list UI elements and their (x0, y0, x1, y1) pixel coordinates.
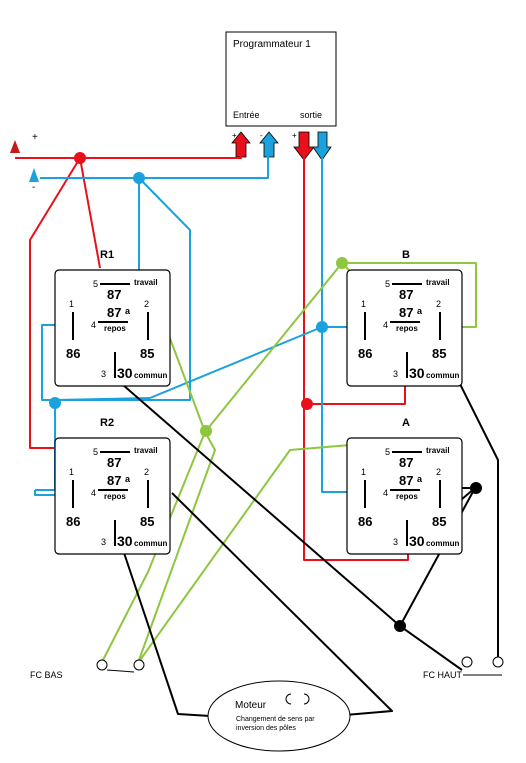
pin-87a: 87 (399, 473, 413, 488)
pin-number: 4 (383, 320, 388, 330)
pin-87a-suffix: a (125, 306, 131, 316)
output-plus-arrow (293, 131, 315, 161)
pin-number: 3 (101, 369, 106, 379)
pin-87a-suffix: a (417, 306, 423, 316)
supply-minus-label: - (32, 182, 35, 193)
pin-number: 5 (93, 279, 98, 289)
relay-a: A 5 1 2 4 3 87 87 a 86 85 30 travail repos commun (346, 417, 463, 555)
travail-label: travail (134, 278, 158, 287)
pin-number: 2 (436, 299, 441, 309)
repos-label: repos (396, 324, 418, 333)
pin-85: 85 (140, 346, 154, 361)
pin-30: 30 (117, 533, 133, 549)
programmer-in-minus: - (260, 131, 263, 140)
pin-86: 86 (66, 346, 80, 361)
programmer-out-plus: + (292, 131, 297, 140)
rotation-ccw-icon (285, 693, 292, 705)
input-minus-arrow (259, 131, 279, 158)
relay-name: R1 (100, 249, 114, 261)
pin-30: 30 (409, 533, 425, 549)
relay-b: B 5 1 2 4 3 87 87 a 86 85 30 travail repos commun (346, 249, 463, 387)
supply-plus-triangle (10, 140, 20, 153)
relay-r2: R2 5 1 2 4 3 87 87 a 86 85 30 travail repos commun (54, 417, 171, 555)
programmer-output-label: sortie (300, 110, 322, 120)
fc-haut-switch (461, 656, 504, 676)
commun-label: commun (134, 371, 167, 380)
motor-line1: Changement de sens par (236, 716, 315, 723)
commun-label: commun (134, 539, 167, 548)
relay-name: B (402, 249, 410, 261)
pin-85: 85 (432, 514, 446, 529)
supply-minus-triangle (29, 168, 39, 182)
pin-86: 86 (66, 514, 80, 529)
pin-number: 2 (436, 467, 441, 477)
pin-87a: 87 (107, 473, 121, 488)
fc-haut-label: FC HAUT (423, 670, 462, 680)
pin-87: 87 (399, 287, 413, 302)
pin-number: 4 (91, 320, 96, 330)
rotation-cw-icon (303, 693, 310, 705)
commun-label: commun (426, 371, 459, 380)
motor-line2: inversion des pôles (236, 725, 296, 732)
pin-number: 1 (361, 467, 366, 477)
repos-label: repos (104, 324, 126, 333)
programmer-box: Programmateur 1 Entrée sortie + - + (225, 31, 337, 140)
green-wires (101, 262, 477, 664)
relay-name: A (402, 417, 410, 429)
pin-number: 2 (144, 299, 149, 309)
pin-85: 85 (432, 346, 446, 361)
programmer-in-plus: + (232, 131, 237, 140)
pin-87a: 87 (107, 305, 121, 320)
pin-number: 4 (383, 488, 388, 498)
travail-label: travail (426, 278, 450, 287)
pin-number: 5 (385, 447, 390, 457)
supply-plus-label: + (32, 132, 38, 143)
pin-87: 87 (399, 455, 413, 470)
motor: Moteur Changement de sens par inversion … (207, 680, 351, 752)
pin-87a-suffix: a (417, 474, 423, 484)
repos-label: repos (104, 492, 126, 501)
programmer-input-label: Entrée (233, 110, 260, 120)
relay-r1: R1 5 1 2 4 3 87 87 a 86 85 30 travail repos commun (54, 249, 171, 387)
output-minus-arrow (312, 131, 332, 161)
pin-87: 87 (107, 455, 121, 470)
relay-name: R2 (100, 417, 114, 429)
pin-number: 3 (393, 537, 398, 547)
pin-number: 5 (93, 447, 98, 457)
pin-number: 1 (361, 299, 366, 309)
pin-87a-suffix: a (125, 474, 131, 484)
pin-86: 86 (358, 346, 372, 361)
commun-label: commun (426, 539, 459, 548)
pin-30: 30 (117, 365, 133, 381)
pin-number: 1 (69, 299, 74, 309)
fc-bas-switch (96, 659, 145, 673)
pin-number: 5 (385, 279, 390, 289)
repos-label: repos (396, 492, 418, 501)
pin-30: 30 (409, 365, 425, 381)
input-plus-arrow (231, 131, 251, 158)
pin-number: 2 (144, 467, 149, 477)
travail-label: travail (426, 446, 450, 455)
fc-bas-label: FC BAS (30, 670, 63, 680)
pin-number: 3 (101, 537, 106, 547)
pin-number: 3 (393, 369, 398, 379)
junction-dots (49, 152, 482, 632)
pin-number: 1 (69, 467, 74, 477)
pin-87a: 87 (399, 305, 413, 320)
travail-label: travail (134, 446, 158, 455)
pin-number: 4 (91, 488, 96, 498)
pin-86: 86 (358, 514, 372, 529)
pin-87: 87 (107, 287, 121, 302)
programmer-title: Programmateur 1 (233, 39, 311, 50)
pin-85: 85 (140, 514, 154, 529)
motor-title: Moteur (235, 700, 267, 711)
